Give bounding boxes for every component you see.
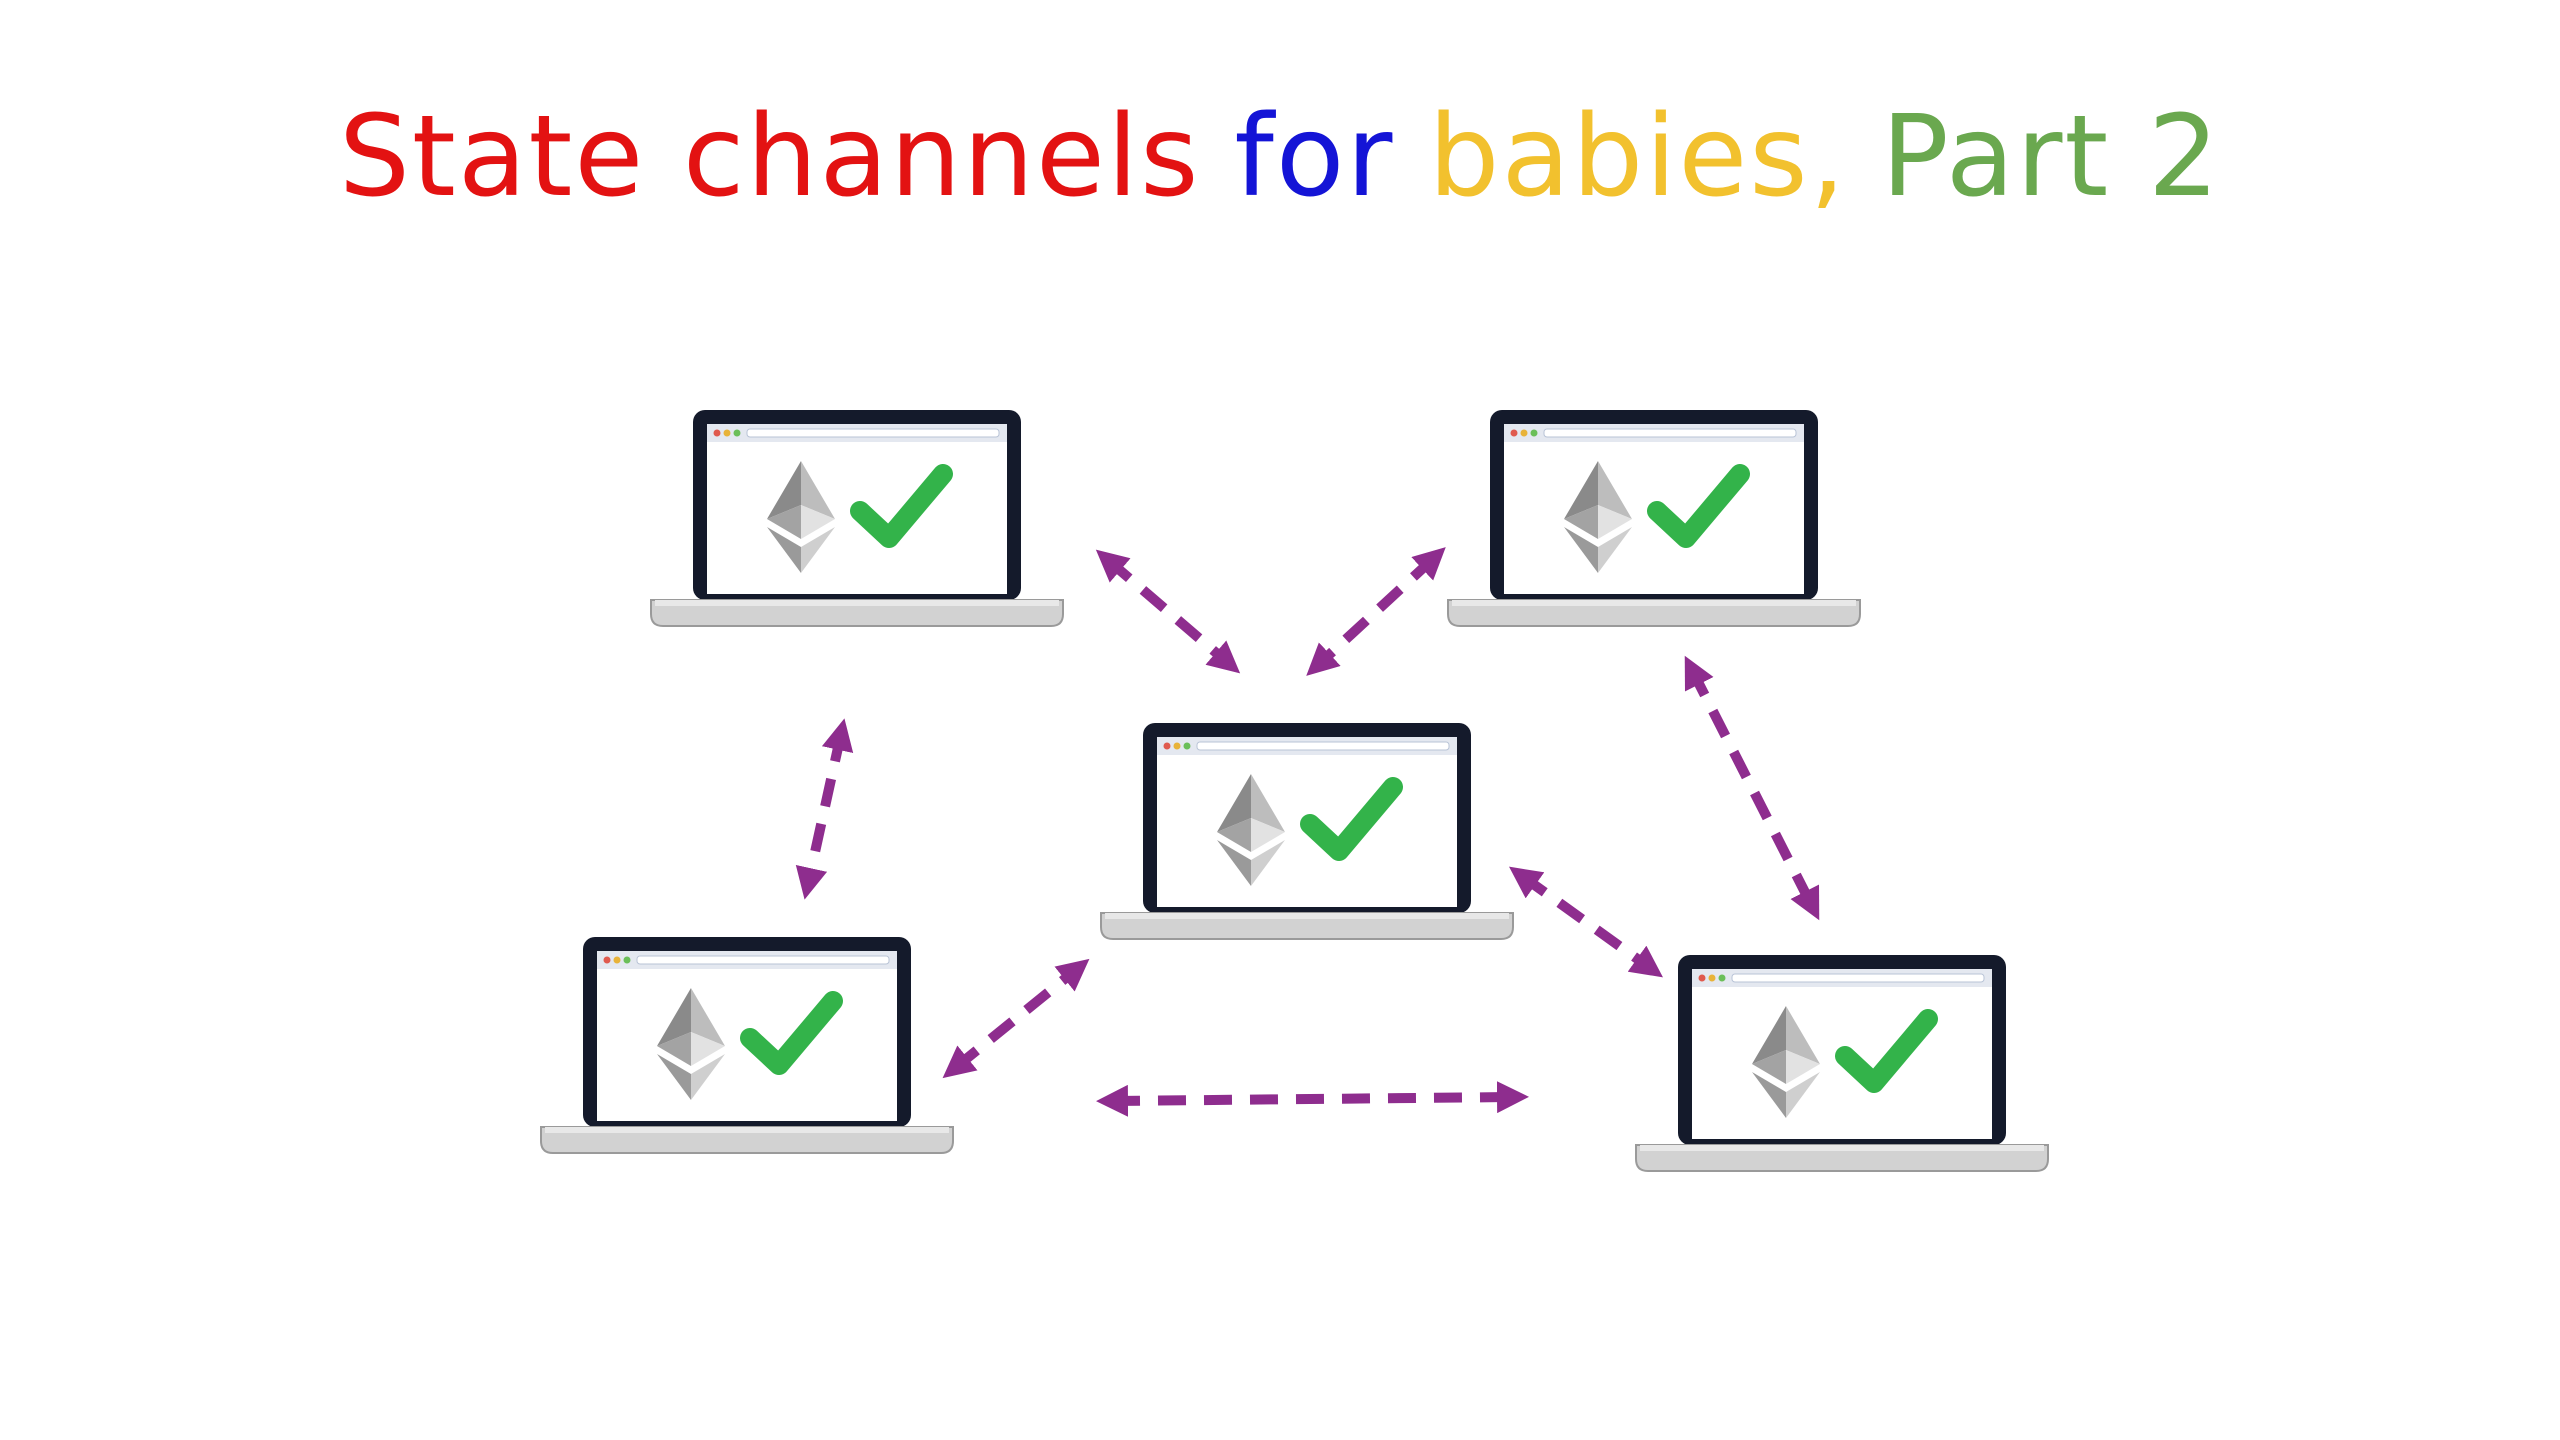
browser-dot-green-icon [623,956,631,964]
browser-dot-green-icon [733,429,741,437]
channel-arrow-bottom-left-to-bottom-right [1096,1081,1529,1117]
browser-dot-green-icon [1530,429,1538,437]
browser-address-bar [1731,973,1985,983]
channel-arrow-center-to-bottom-right [1509,866,1663,978]
laptop-base [1635,1144,2049,1172]
laptop-base-highlight [1105,913,1509,919]
laptop-top-left [650,410,1064,627]
browser-address-bar [746,428,1000,438]
laptop-bottom-right [1635,955,2049,1172]
browser-dot-yellow-icon [1708,974,1716,982]
laptop-base [540,1126,954,1154]
laptop-base [1447,599,1861,627]
laptop-base [650,599,1064,627]
title-part-for: for [1234,92,1395,222]
browser-dot-green-icon [1718,974,1726,982]
ethereum-icon [1217,774,1285,886]
channel-arrow-top-left-to-bottom-left [795,718,854,900]
browser-address-bar [1196,741,1450,751]
browser-dot-yellow-icon [1520,429,1528,437]
checkmark-icon [740,991,843,1075]
ethereum-icon [767,461,835,573]
browser-dot-red-icon [1698,974,1706,982]
ethereum-icon [1564,461,1632,573]
browser-dot-red-icon [603,956,611,964]
laptop-top-right [1447,410,1861,627]
channel-arrow-top-right-to-bottom-right [1684,655,1820,921]
browser-dot-red-icon [1510,429,1518,437]
laptop-bottom-left [540,937,954,1154]
nodes-layer [540,410,2049,1172]
checkmark-icon [1300,777,1403,861]
page-title: State channels for babies, Part 2 [0,82,2560,232]
laptop-base-highlight [1452,600,1856,606]
ethereum-icon [1752,1006,1820,1118]
title-part-babies: babies, [1428,92,1848,222]
browser-dot-yellow-icon [1173,742,1181,750]
channel-arrow-top-right-to-center [1306,547,1446,676]
browser-dot-red-icon [713,429,721,437]
title-part-part-2: Part 2 [1881,92,2222,222]
channel-arrow-bottom-left-to-center [942,958,1090,1079]
checkmark-icon [1647,464,1750,548]
laptop-base [1100,912,1514,940]
laptop-base-highlight [655,600,1059,606]
laptop-base-highlight [1640,1145,2044,1151]
ethereum-icon [657,988,725,1100]
browser-address-bar [1543,428,1797,438]
browser-dot-yellow-icon [613,956,621,964]
title-part-state-channels: State channels [338,92,1201,222]
laptop-base-highlight [545,1127,949,1133]
checkmark-icon [850,464,953,548]
browser-dot-yellow-icon [723,429,731,437]
browser-dot-red-icon [1163,742,1171,750]
browser-dot-green-icon [1183,742,1191,750]
channel-arrow-top-left-to-center [1095,549,1241,674]
checkmark-icon [1835,1009,1938,1093]
browser-address-bar [636,955,890,965]
laptop-center [1100,723,1514,940]
edges-layer [795,547,1820,1117]
